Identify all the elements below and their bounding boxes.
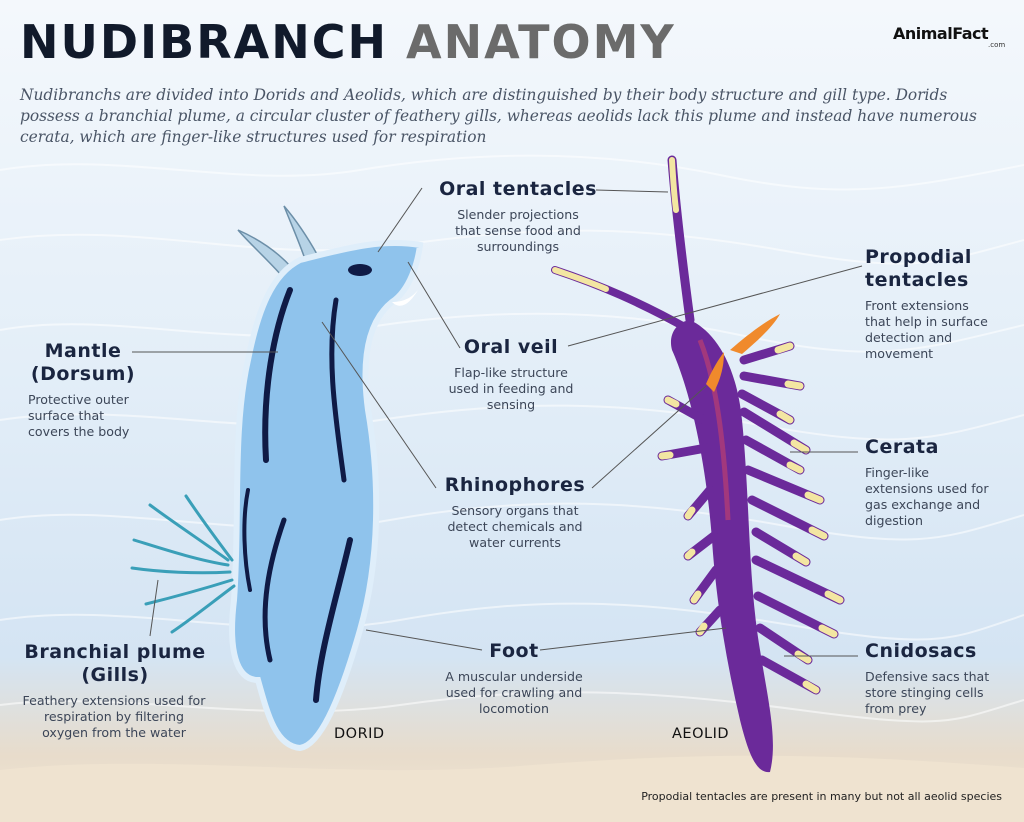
dorid-branchial-plume <box>130 494 236 634</box>
sand-floor <box>0 755 1024 822</box>
label-foot: Foot A muscular underside used for crawl… <box>434 640 594 717</box>
aeolid-propodial-tentacle-tip <box>552 267 609 292</box>
aeolid-highlight <box>697 339 731 521</box>
label-oral-tentacles-title: Oral tentacles <box>439 178 597 200</box>
label-rhinophores: Rhinophores Sensory organs that detect c… <box>430 474 600 551</box>
label-cerata-desc: Finger-like extensions used for gas exch… <box>865 465 989 528</box>
dorid-body <box>229 239 424 752</box>
label-propodial-tentacles-title: Propodial tentacles <box>865 246 972 291</box>
leader-branchial-plume <box>149 579 159 637</box>
dorid-eye-spot <box>348 264 372 276</box>
label-oral-veil-desc: Flap-like structure used in feeding and … <box>448 365 574 412</box>
intro-paragraph: Nudibranchs are divided into Dorids and … <box>20 86 977 146</box>
label-oral-tentacles: Oral tentacles Slender projections that … <box>418 178 618 255</box>
label-mantle-title: Mantle (Dorsum) <box>30 340 136 385</box>
leader-lines <box>132 187 863 657</box>
label-cerata: Cerata Finger-like extensions used for g… <box>865 436 1005 529</box>
label-cerata-title: Cerata <box>865 436 939 458</box>
label-oral-tentacles-desc: Slender projections that sense food and … <box>455 207 581 254</box>
page-title: NUDIBRANCH ANATOMY <box>20 10 676 74</box>
dorid-rhinophore-left <box>237 229 294 278</box>
title-part-1: NUDIBRANCH <box>20 15 388 69</box>
dorid-stripe <box>262 287 293 463</box>
leader-foot <box>365 629 483 651</box>
aeolid-illustration <box>551 155 845 773</box>
label-branchial-plume: Branchial plume (Gills) Feathery extensi… <box>20 641 210 741</box>
species-label-aeolid: AEOLID <box>672 726 730 742</box>
dorid-illustration <box>130 205 424 752</box>
label-rhinophores-title: Rhinophores <box>444 474 586 496</box>
aeolid-rhinophores <box>706 352 724 392</box>
brand-logo-suffix: .com <box>988 41 1006 49</box>
dorid-stripe <box>313 537 353 703</box>
label-cnidosacs-title: Cnidosacs <box>865 640 977 662</box>
leader-oral-tentacles-aeolid <box>595 189 669 193</box>
label-cnidosacs: Cnidosacs Defensive sacs that store stin… <box>865 640 1005 717</box>
label-oral-veil: Oral veil Flap-like structure used in fe… <box>436 336 586 413</box>
leader-rhinophores-aeolid <box>591 385 707 489</box>
label-foot-title: Foot <box>489 640 539 662</box>
label-oral-veil-title: Oral veil <box>463 336 559 358</box>
aeolid-rhinophores <box>730 314 780 354</box>
leader-oral-veil-aeolid <box>567 265 863 347</box>
leader-rhinophores <box>321 321 437 489</box>
leader-oral-tentacles-dorid <box>377 187 423 253</box>
label-rhinophores-desc: Sensory organs that detect chemicals and… <box>447 503 583 550</box>
dorid-stripe <box>329 297 347 483</box>
dorid-rhinophore-right <box>283 205 320 264</box>
label-cnidosacs-desc: Defensive sacs that store stinging cells… <box>865 669 990 716</box>
footnote: Propodial tentacles are present in many … <box>641 790 1002 803</box>
species-label-dorid: DORID <box>334 726 385 742</box>
label-branchial-plume-title: Branchial plume (Gills) <box>24 641 206 686</box>
dorid-stripe <box>242 488 252 592</box>
brand-logo[interactable]: AnimalFact <box>893 24 989 43</box>
aeolid-oral-tentacle-tip <box>669 157 679 213</box>
dorid-stripe <box>262 517 287 663</box>
label-propodial-tentacles-desc: Front extensions that help in surface de… <box>865 298 988 361</box>
dorid-oral-veil <box>392 290 418 306</box>
label-branchial-plume-desc: Feathery extensions used for respiration… <box>22 693 206 740</box>
leader-foot-aeolid <box>539 627 727 651</box>
title-part-2: ANATOMY <box>406 15 676 69</box>
aeolid-body <box>670 320 773 773</box>
aeolid-cerata <box>657 341 845 695</box>
label-foot-desc: A muscular underside used for crawling a… <box>445 669 583 716</box>
label-mantle-desc: Protective outer surface that covers the… <box>28 392 130 439</box>
leader-oral-veil <box>407 261 461 349</box>
label-propodial-tentacles: Propodial tentacles Front extensions tha… <box>865 246 1005 362</box>
label-mantle: Mantle (Dorsum) Protective outer surface… <box>28 340 153 440</box>
